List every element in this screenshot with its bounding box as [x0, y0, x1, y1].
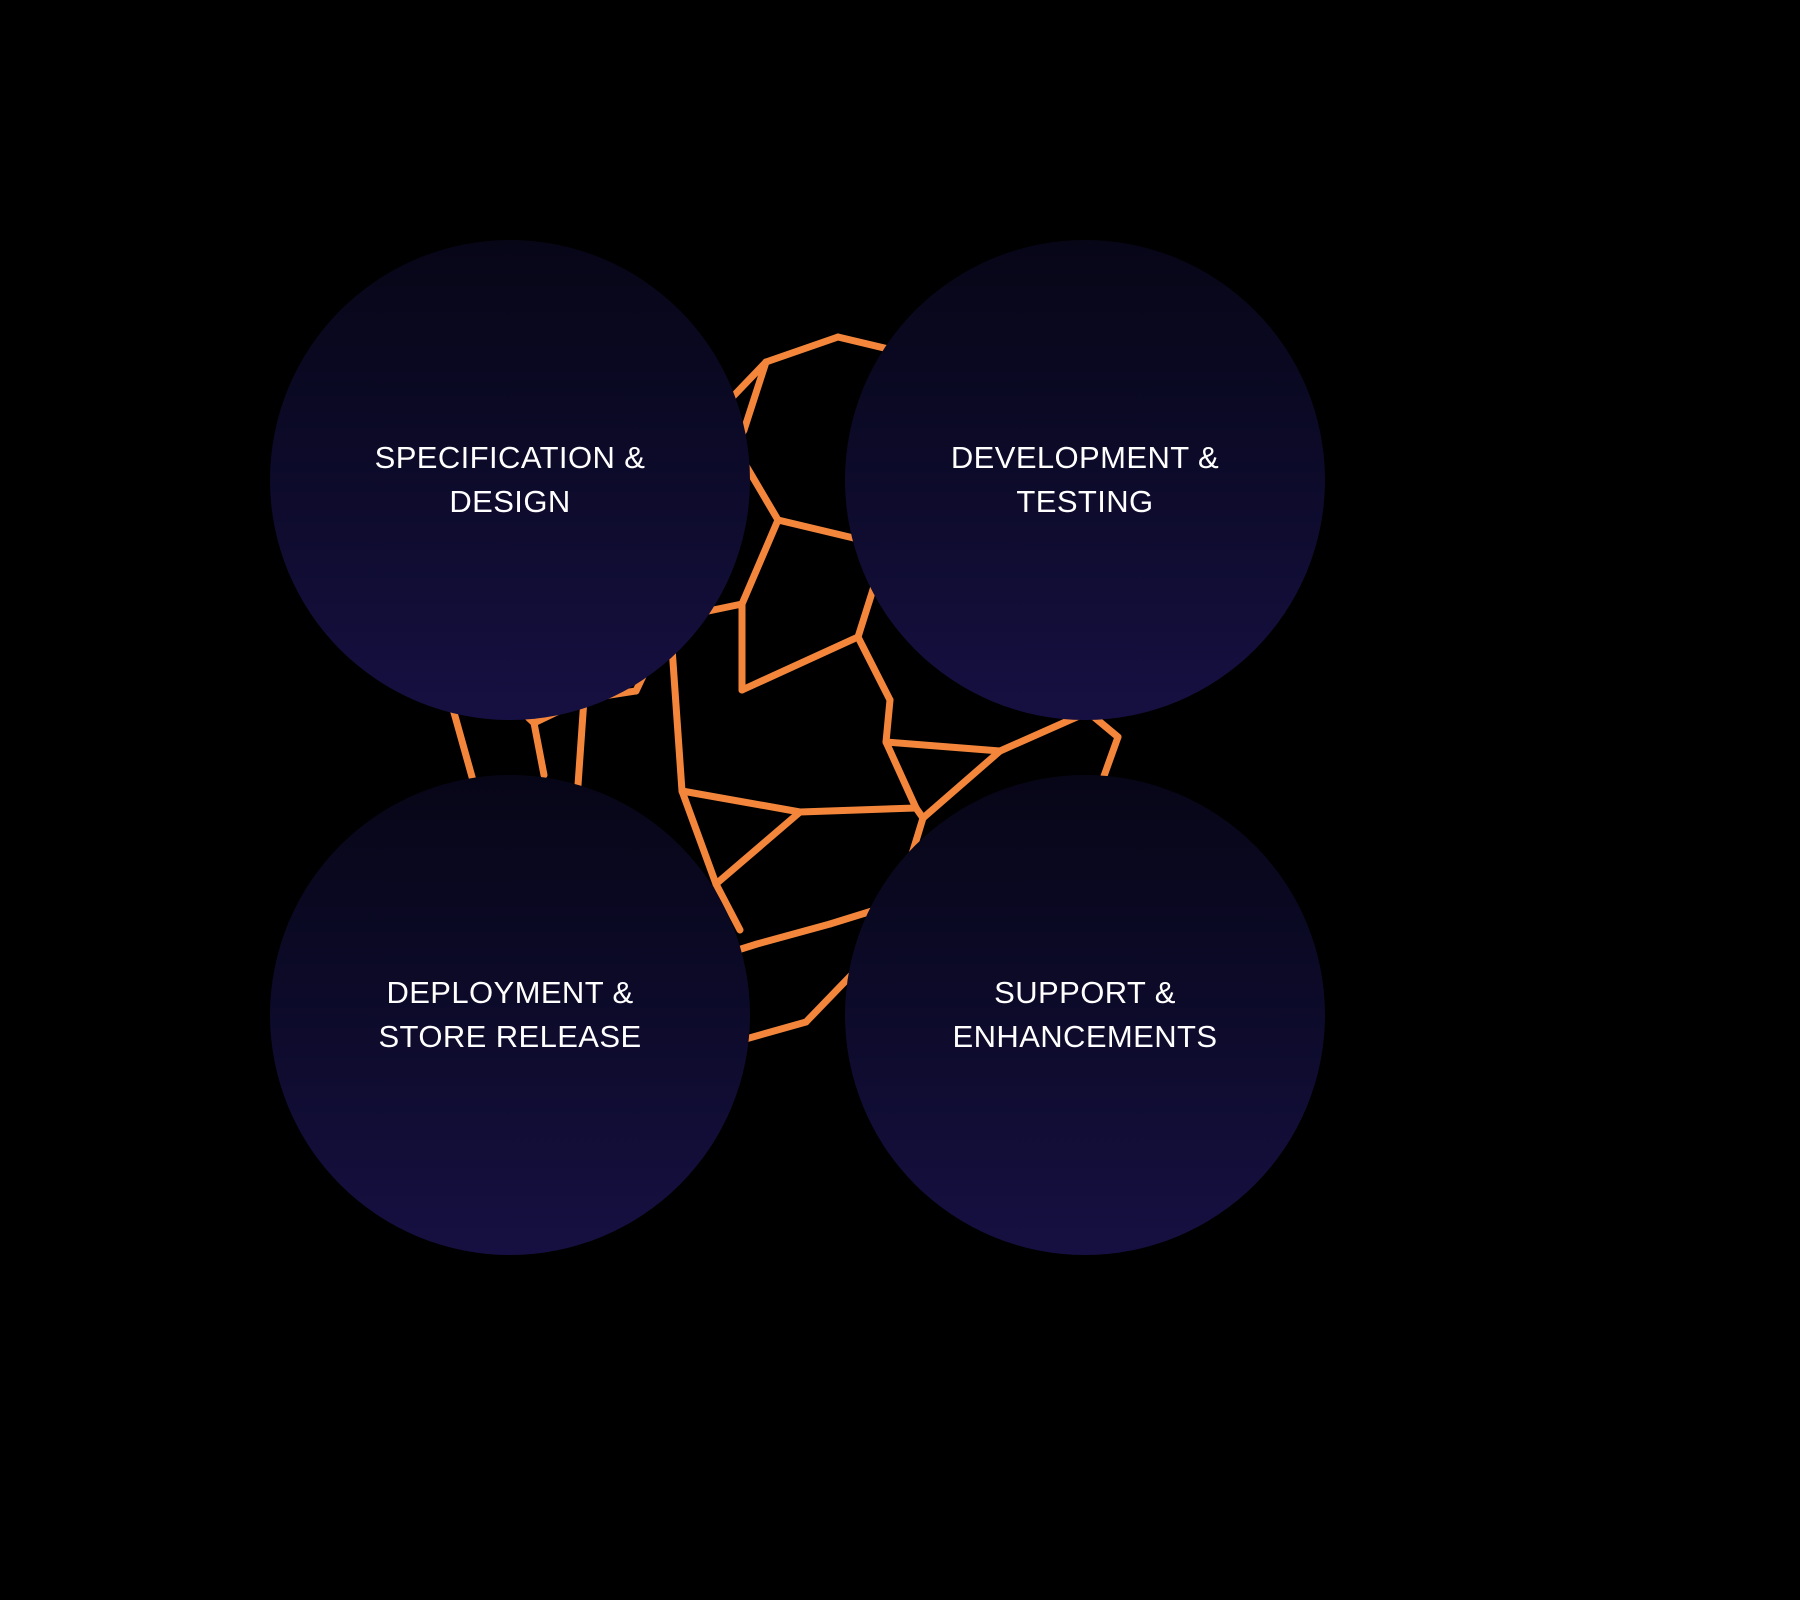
network-edge — [574, 695, 588, 789]
network-edge — [774, 516, 866, 544]
node-support-enhancements-label: SUPPORT & ENHANCEMENTS — [952, 974, 1218, 1054]
network-edge — [738, 516, 782, 608]
network-edge — [919, 747, 1004, 822]
network-edge — [1100, 733, 1122, 780]
node-specification-design[interactable]: SPECIFICATION & DESIGN — [270, 240, 750, 720]
network-edge — [882, 738, 1004, 755]
network-edge — [712, 808, 804, 888]
network-edge — [740, 358, 770, 434]
node-specification-design-label: SPECIFICATION & DESIGN — [374, 439, 646, 519]
network-edge — [762, 333, 842, 366]
network-edge — [882, 696, 894, 746]
network-edge — [738, 633, 862, 694]
network-edge — [712, 880, 744, 934]
network-edge — [530, 719, 548, 779]
node-development-testing-label: DEVELOPMENT & TESTING — [950, 439, 1220, 519]
network-edge — [678, 787, 804, 816]
node-development-testing[interactable]: DEVELOPMENT & TESTING — [845, 240, 1325, 720]
network-edge — [753, 920, 834, 948]
node-deployment-store-release-label: DEPLOYMENT & STORE RELEASE — [378, 974, 642, 1054]
node-support-enhancements[interactable]: SUPPORT & ENHANCEMENTS — [845, 775, 1325, 1255]
network-edge — [854, 633, 894, 704]
node-deployment-store-release[interactable]: DEPLOYMENT & STORE RELEASE — [270, 775, 750, 1255]
network-edge — [796, 804, 920, 816]
network-edge — [882, 738, 920, 812]
network-edge — [678, 787, 720, 888]
